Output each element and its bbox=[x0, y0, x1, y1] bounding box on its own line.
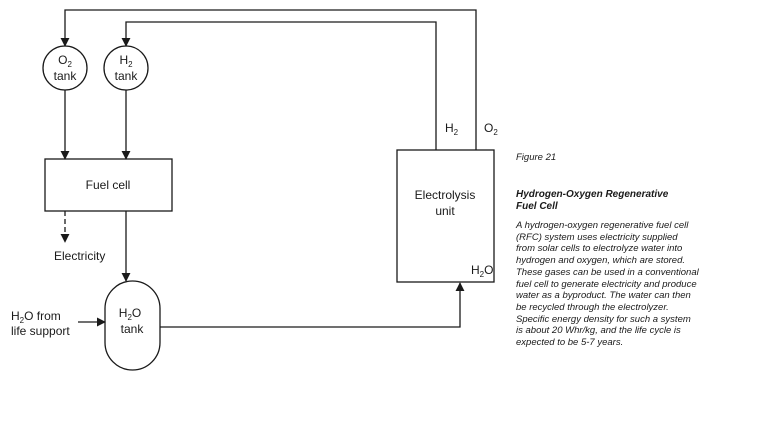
life-support-label-line2: life support bbox=[11, 324, 70, 338]
electrolysis-unit-box bbox=[396, 149, 495, 283]
h2-tank bbox=[103, 45, 149, 91]
electricity-label: Electricity bbox=[54, 249, 105, 263]
caption-line: These gases can be used in a conventiona… bbox=[516, 266, 699, 278]
h2-tank-word: tank bbox=[115, 69, 139, 83]
caption-title-line: Fuel Cell bbox=[516, 201, 558, 212]
o2-tank-label: O2 bbox=[58, 53, 72, 69]
o2-tank-word: tank bbox=[54, 69, 78, 83]
electrolysis-label-line1: Electrolysis bbox=[415, 188, 476, 202]
h2o-inflow-label: H2O bbox=[471, 263, 493, 279]
caption-body: A hydrogen-oxygen regenerative fuel cell… bbox=[516, 220, 756, 349]
electrolysis-label-line2: unit bbox=[435, 204, 455, 218]
fuel-cell-box bbox=[44, 158, 173, 212]
caption-line: be recycled through the electrolyzer. bbox=[516, 301, 669, 313]
water-to-electrolysis-line bbox=[160, 282, 465, 328]
caption-line: water as a byproduct. The water can then bbox=[516, 290, 691, 302]
water-tank bbox=[104, 280, 161, 371]
h2-tank-label: H2 bbox=[119, 53, 133, 69]
o2-return-line bbox=[60, 9, 477, 150]
h2-return-line bbox=[121, 21, 437, 150]
caption-line: from solar cells to electrolyze water in… bbox=[516, 243, 683, 255]
caption-line: fuel cell to generate electricity and pr… bbox=[516, 278, 697, 290]
fuel-cell-label: Fuel cell bbox=[86, 178, 131, 192]
water-tank-label: H2O bbox=[119, 306, 141, 322]
caption-line: Specific energy density for such a syste… bbox=[516, 313, 691, 325]
caption-line: A hydrogen-oxygen regenerative fuel cell bbox=[516, 220, 689, 231]
o2-tank bbox=[42, 45, 88, 91]
life-support-label-line1: H2O from bbox=[11, 309, 61, 325]
caption-line: expected to be 5-7 years. bbox=[516, 337, 624, 349]
caption-line: hydrogen and oxygen, which are stored. bbox=[516, 255, 685, 267]
h2-line-label: H2 bbox=[445, 121, 459, 137]
caption-title: Hydrogen-Oxygen Regenerative Fuel Cell bbox=[516, 189, 746, 213]
o2-line-label: O2 bbox=[484, 121, 498, 137]
caption-line: is about 20 Whr/kg, and the life cycle i… bbox=[516, 325, 681, 337]
figure-number: Figure 21 bbox=[516, 152, 557, 163]
water-tank-word: tank bbox=[121, 322, 145, 336]
caption-title-line: Hydrogen-Oxygen Regenerative bbox=[516, 189, 669, 200]
caption-line: (RFC) system uses electricity supplied bbox=[516, 231, 678, 243]
